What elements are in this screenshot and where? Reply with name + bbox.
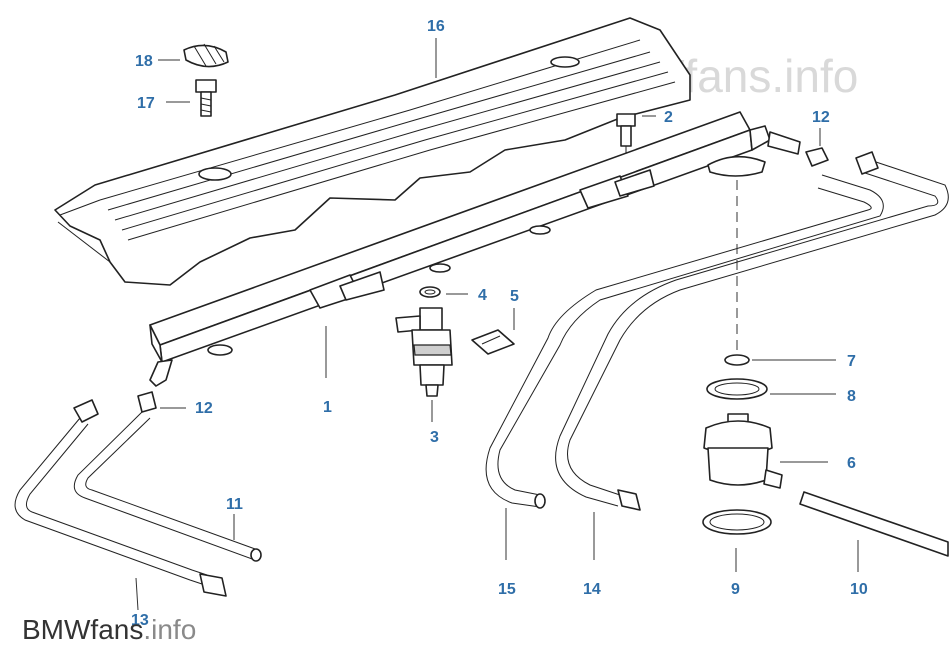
- callout-17: 17: [137, 95, 155, 112]
- callout-3: 3: [430, 429, 439, 446]
- callout-11: 11: [226, 496, 243, 513]
- brand-tld: .info: [143, 614, 197, 645]
- callout-12-left: 12: [195, 400, 213, 417]
- brand-logo: BMWfans.info: [22, 614, 196, 646]
- callout-7: 7: [847, 353, 856, 370]
- part-1-fuel-rail: [149, 111, 801, 387]
- callout-18: 18: [135, 53, 153, 70]
- part-2-bolt: [616, 113, 636, 180]
- part-10-hose: [799, 491, 949, 557]
- callout-15: 15: [498, 581, 516, 598]
- callout-4: 4: [478, 287, 487, 304]
- callout-16: 16: [427, 18, 445, 35]
- part-12-clamp-right: [805, 147, 829, 167]
- part-6-pressure-regulator: [703, 413, 783, 489]
- part-3-injector: [395, 307, 453, 397]
- part-4-o-ring: [419, 286, 441, 298]
- part-18-cap: [183, 43, 229, 68]
- part-8-seal-ring: [706, 378, 768, 400]
- callout-6: 6: [847, 455, 856, 472]
- callout-9: 9: [731, 581, 740, 598]
- part-15-hose: [485, 174, 884, 509]
- part-14-hose: [555, 151, 949, 511]
- part-7-o-ring: [724, 354, 750, 366]
- callout-12-top: 12: [812, 109, 830, 126]
- leader-lines: [135, 38, 859, 611]
- callouts: 16 18 17 2 12 4 5 1 12 3 7 8 6 11 15 14 …: [131, 18, 868, 629]
- callout-13: 13: [131, 612, 149, 629]
- part-16-engine-cover: [54, 17, 691, 286]
- part-5-clip: [471, 329, 515, 355]
- part-9-circlip: [702, 509, 772, 535]
- callout-5: 5: [510, 288, 519, 305]
- callout-1: 1: [323, 399, 332, 416]
- callout-2: 2: [664, 109, 673, 126]
- part-11-hose: [73, 411, 262, 562]
- brand-name: BMWfans: [22, 614, 144, 645]
- callout-10: 10: [850, 581, 868, 598]
- callout-14: 14: [583, 581, 601, 598]
- part-17-bolt: [195, 79, 217, 117]
- part-13-hose: [14, 399, 227, 597]
- part-12-clamp-left: [137, 391, 157, 413]
- callout-8: 8: [847, 388, 856, 405]
